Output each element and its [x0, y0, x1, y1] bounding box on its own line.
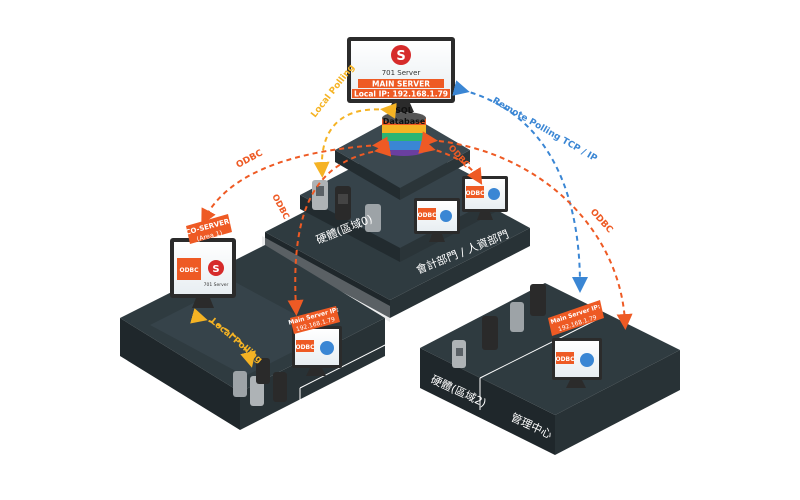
svg-text:S: S	[396, 49, 405, 64]
co-server-brand: 701 Server	[204, 282, 229, 288]
center-odbc-badge-2: ODBC	[465, 190, 485, 197]
left-client-odbc-badge: ODBC	[295, 344, 315, 351]
svg-text:S: S	[212, 264, 219, 275]
odbc-center-right-arrow	[418, 138, 483, 185]
odbc-center-left-label: ODBC	[269, 193, 291, 222]
server-logo-icon	[391, 45, 411, 65]
database-label-line1: SQL	[395, 106, 413, 115]
center-odbc-badge-1: ODBC	[417, 212, 437, 219]
co-server-monitor: S	[170, 214, 236, 308]
main-server-title: MAIN SERVER	[372, 80, 430, 89]
right-client-odbc-badge: ODBC	[555, 356, 575, 363]
main-server-ip: Local IP: 192.168.1.79	[354, 90, 448, 99]
main-server-monitor: S	[347, 37, 455, 112]
database-label-line2: Database	[383, 117, 426, 126]
odbc-right-far-label: ODBC	[588, 207, 615, 235]
local-polling-left-arrow	[190, 308, 256, 368]
co-server-odbc-badge: ODBC	[179, 267, 199, 274]
left-card-readers	[233, 358, 287, 406]
left-client-monitor	[290, 306, 342, 376]
odbc-right-far-arrow	[421, 131, 633, 330]
remote-polling-label: Remote Polling TCP / IP	[491, 96, 599, 164]
main-server-brand: 701 Server	[382, 69, 421, 77]
odbc-left-label: ODBC	[235, 148, 265, 170]
odbc-center-left-arrow	[287, 140, 392, 316]
co-server-logo-icon	[208, 260, 224, 276]
